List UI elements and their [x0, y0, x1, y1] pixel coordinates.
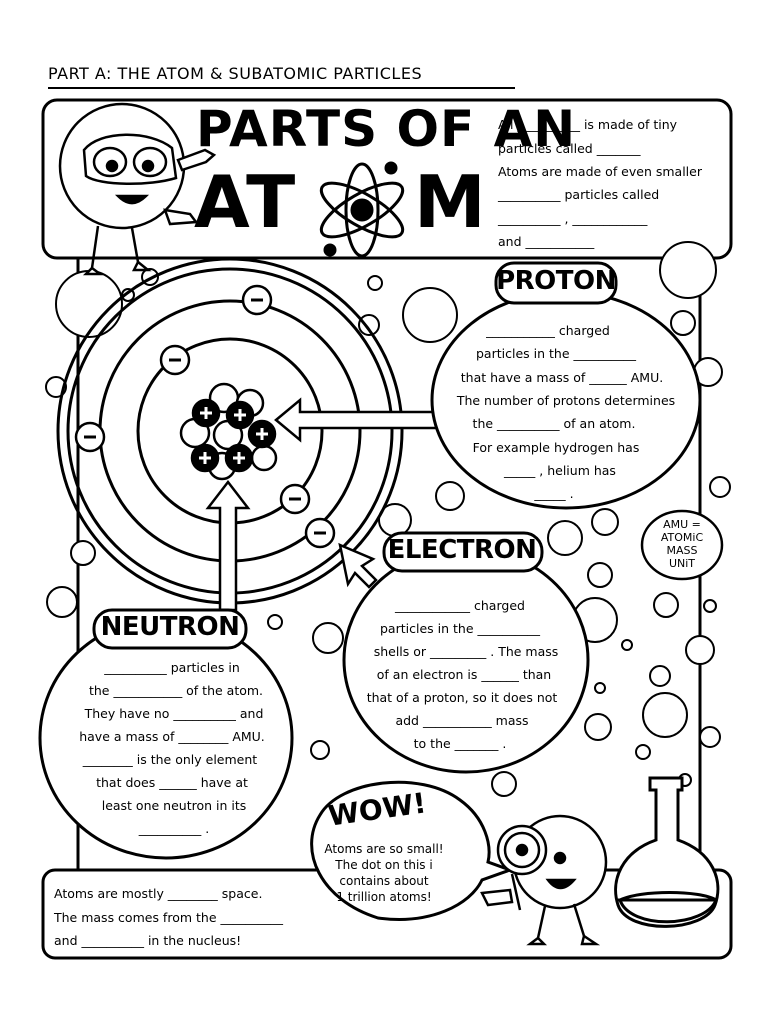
title-line-1: PARTS OF AN [196, 100, 577, 158]
title-line-2-right: M [414, 160, 486, 244]
amu-line-3: MASS [666, 544, 698, 557]
proton-heading: PROTON [496, 266, 616, 296]
electron-line-6: add ___________ mass [395, 713, 529, 728]
intro-line-6: and ___________ [498, 234, 595, 249]
proton-line-2: particles in the __________ [476, 346, 636, 361]
amu-line-2: ATOMiC [660, 531, 704, 544]
wow-line-4: 1 trillion atoms! [336, 890, 432, 904]
proton-line-4: The number of protons determines [456, 393, 676, 408]
title-box [41, 98, 733, 260]
neutron-line-8: __________ . [138, 821, 210, 836]
proton-line-8: _____ . [534, 486, 574, 501]
neutron-line-1: __________ particles in [104, 660, 240, 675]
title-line-2-left: AT [194, 160, 298, 244]
neutron-line-6: that does ______ have at [96, 775, 248, 790]
mascot-goggles-icon [58, 102, 217, 276]
proton-line-6: For example hydrogen has [472, 440, 640, 455]
intro-line-3: Atoms are made of even smaller [498, 164, 702, 179]
bubbles-decoration [45, 241, 731, 797]
proton-line-1: ___________ charged [486, 323, 610, 338]
wow-line-1: Atoms are so small! [324, 842, 444, 856]
intro-line-1: All __________ is made of tiny [498, 117, 678, 132]
bottom-line-2: The mass comes from the __________ [54, 910, 283, 925]
intro-line-5: __________ , ____________ [498, 211, 648, 226]
bottom-line-3: and __________ in the nucleus! [54, 933, 242, 948]
intro-line-4: __________ particles called [498, 187, 660, 202]
amu-line-4: UNiT [668, 557, 696, 570]
neutron-line-2: the ___________ of the atom. [88, 683, 264, 698]
electron-line-4: of an electron is ______ than [376, 667, 552, 682]
section-header: PART A: THE ATOM & SUBATOMIC PARTICLES [48, 64, 423, 83]
wow-speech-bubble [310, 780, 515, 921]
proton-line-3: that have a mass of ______ AMU. [460, 370, 664, 385]
proton-line-7: _____ , helium has [504, 463, 616, 478]
neutron-line-5: ________ is the only element [82, 752, 258, 767]
wow-line-2: The dot on this i [335, 858, 433, 872]
amu-bubble [640, 509, 724, 581]
electron-line-5: that of a proton, so it does not [366, 690, 558, 705]
bottom-line-1: Atoms are mostly ________ space. [54, 886, 263, 901]
electron-heading: ELECTRON [387, 535, 537, 565]
amu-line-1: AMU = [663, 518, 701, 531]
flask-icon [614, 776, 720, 928]
neutron-line-7: least one neutron in its [101, 798, 247, 813]
neutron-line-4: have a mass of ________ AMU. [79, 729, 265, 744]
proton-line-5: the __________ of an atom. [472, 416, 636, 431]
electron-line-2: particles in the __________ [380, 621, 540, 636]
atom-logo-icon [319, 161, 405, 258]
mascot-magnifier-icon [480, 814, 608, 946]
electron-line-3: shells or _________ . The mass [373, 644, 559, 659]
electron-line-1: ____________ charged [395, 598, 525, 613]
neutron-line-3: They have no __________ and [84, 706, 264, 721]
neutron-heading: NEUTRON [100, 612, 240, 642]
intro-line-2: particles called _______ [498, 141, 641, 156]
electron-line-7: to the _______ . [413, 736, 507, 751]
wow-line-3: contains about [339, 874, 429, 888]
